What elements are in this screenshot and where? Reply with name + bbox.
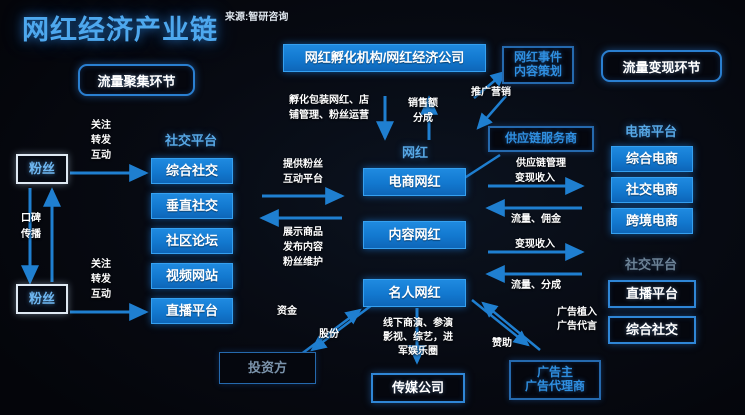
incubation-service-line2: 铺管理、粉丝运营	[289, 110, 369, 121]
advertiser-box[interactable]: 广告主 广告代理商	[509, 360, 601, 400]
social-platform-item-livestream[interactable]: 直播平台	[151, 298, 233, 324]
section-header-traffic-monetization: 流量变现环节	[601, 50, 722, 82]
fans-box-bottom[interactable]: 粉丝	[16, 284, 68, 314]
influencer-heading: 网红	[401, 145, 428, 160]
sales-revenue-share-line1: 销售额	[408, 98, 438, 109]
event-planning-line2: 内容策划	[513, 64, 562, 78]
incubator-company-box[interactable]: 网红孵化机构/网红经济公司	[283, 44, 486, 72]
ecommerce-item-crossborder[interactable]: 跨境电商	[611, 208, 693, 234]
social-right-item-livestream[interactable]: 直播平台	[608, 280, 696, 308]
advertiser-line2: 广告代理商	[524, 379, 585, 393]
social-traffic-share-label: 流量、分成	[511, 280, 561, 291]
social-monetization-income-label: 变现收入	[515, 239, 555, 250]
influencer-item-celebrity[interactable]: 名人网红	[363, 279, 466, 307]
media-activity-line2: 影视、综艺，进	[383, 332, 453, 343]
shares-label: 股份	[319, 329, 339, 340]
follow-label-top-line2: 转发	[91, 135, 111, 146]
investor-box[interactable]: 投资方	[219, 352, 316, 384]
follow-label-bottom-line1: 关注	[91, 259, 111, 270]
supply-chain-management-label: 供应链管理	[516, 158, 566, 169]
ecommerce-item-comprehensive[interactable]: 综合电商	[611, 146, 693, 172]
sponsorship-label: 赞助	[492, 338, 512, 349]
follow-label-top-line3: 互动	[91, 150, 111, 161]
provide-fan-platform-line2: 互动平台	[283, 174, 323, 185]
show-products-line1: 展示商品	[283, 227, 323, 238]
follow-label-top-line1: 关注	[91, 120, 111, 131]
fans-box-top[interactable]: 粉丝	[16, 154, 68, 184]
social-platform-right-heading: 社交平台	[624, 257, 677, 272]
event-planning-line1: 网红事件	[513, 50, 562, 65]
media-activity-line3: 军娱乐圈	[398, 346, 438, 357]
social-platform-heading: 社交平台	[164, 133, 217, 148]
funds-label: 资金	[277, 306, 297, 317]
ad-placement-line1: 广告植入	[557, 307, 597, 318]
promotion-marketing-label: 推广营销	[471, 87, 511, 98]
publish-content-line2: 发布内容	[283, 242, 323, 253]
provide-fan-platform-line1: 提供粉丝	[283, 159, 323, 170]
ecom-monetization-income-label: 变现收入	[515, 173, 555, 184]
social-right-item-comprehensive[interactable]: 综合社交	[608, 316, 696, 344]
event-planning-box[interactable]: 网红事件 内容策划	[502, 46, 574, 84]
fan-maintenance-line3: 粉丝维护	[283, 257, 323, 268]
word-of-mouth-label-line2: 传播	[21, 229, 41, 240]
influencer-item-content[interactable]: 内容网红	[363, 221, 466, 249]
follow-label-bottom-line3: 互动	[91, 289, 111, 300]
source-credit: 来源:智研咨询	[225, 12, 289, 23]
ecom-traffic-commission-label: 流量、佣金	[511, 214, 561, 225]
ecommerce-item-social[interactable]: 社交电商	[611, 177, 693, 203]
social-platform-item-comprehensive[interactable]: 综合社交	[151, 158, 233, 184]
section-header-traffic-aggregation: 流量聚集环节	[78, 64, 195, 96]
influencer-item-ecommerce[interactable]: 电商网红	[363, 168, 466, 196]
advertiser-line1: 广告主	[536, 365, 573, 380]
social-platform-item-forum[interactable]: 社区论坛	[151, 228, 233, 254]
social-platform-item-vertical[interactable]: 垂直社交	[151, 193, 233, 219]
page-title: 网红经济产业链	[22, 15, 218, 45]
ad-endorsement-line2: 广告代言	[557, 321, 597, 332]
ecommerce-platform-heading: 电商平台	[624, 124, 677, 139]
sales-revenue-share-line2: 分成	[413, 113, 433, 124]
media-company-box[interactable]: 传媒公司	[371, 373, 465, 403]
follow-label-bottom-line2: 转发	[91, 274, 111, 285]
social-platform-item-video[interactable]: 视频网站	[151, 263, 233, 289]
incubation-service-line1: 孵化包装网红、店	[289, 95, 369, 106]
media-activity-line1: 线下商演、参演	[383, 318, 453, 329]
word-of-mouth-label-line1: 口碑	[21, 213, 41, 224]
supply-chain-provider-box[interactable]: 供应链服务商	[488, 126, 594, 152]
